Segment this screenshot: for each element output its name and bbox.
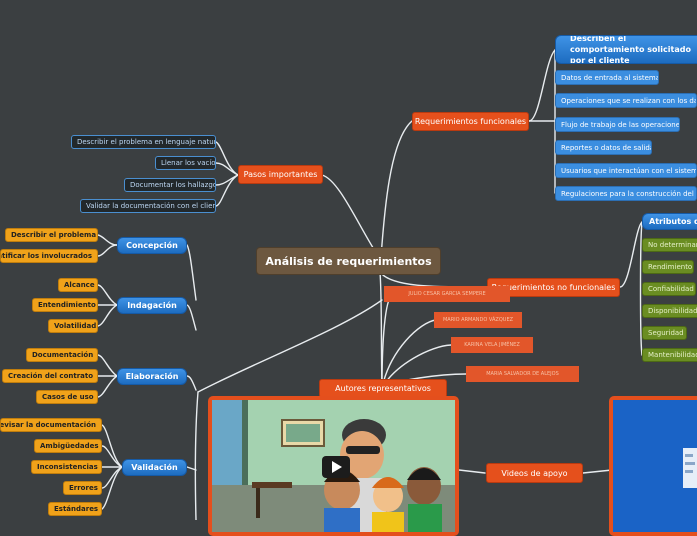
funcionales-item[interactable]: Flujo de trabajo de las operaciones	[555, 117, 680, 132]
blue-screen-image	[613, 400, 697, 532]
no-funcionales-item[interactable]: Confiabilidad	[642, 282, 696, 296]
validacion-node[interactable]: Validación	[122, 459, 187, 476]
pasos-importantes-node[interactable]: Pasos importantes	[238, 165, 323, 184]
no-funcionales-item[interactable]: Mantenibilidad	[642, 348, 697, 362]
pasos-item[interactable]: Documentar los hallazgos	[124, 178, 216, 192]
central-topic[interactable]: Análisis de requerimientos	[256, 247, 441, 275]
validacion-item[interactable]: Errores	[63, 481, 102, 495]
elaboracion-item[interactable]: Documentación	[26, 348, 98, 362]
videos-de-apoyo-node[interactable]: Videos de apoyo	[486, 463, 583, 483]
screen-content-illustration	[613, 400, 697, 532]
no-funcionales-item[interactable]: No determinantes	[642, 238, 697, 252]
video-thumbnail-1[interactable]	[208, 396, 459, 536]
indagacion-item[interactable]: Volatilidad	[48, 319, 98, 333]
concepcion-item[interactable]: Describir el problema	[5, 228, 98, 242]
autor-item[interactable]: MARIA SALVADOR DE ALEJOS	[466, 366, 579, 382]
elaboracion-node[interactable]: Elaboración	[117, 368, 187, 385]
no-funcionales-header[interactable]: Atributos de calidad	[642, 213, 697, 230]
validacion-item[interactable]: Inconsistencias	[31, 460, 102, 474]
pasos-item[interactable]: Validar la documentación con el cliente	[80, 199, 216, 213]
requerimientos-funcionales-node[interactable]: Requerimientos funcionales	[412, 112, 529, 131]
funcionales-item[interactable]: Usuarios que interactúan con el sistema	[555, 163, 697, 178]
no-funcionales-item[interactable]: Seguridad	[642, 326, 687, 340]
validacion-item[interactable]: Ambigüedades	[34, 439, 102, 453]
autor-item[interactable]: MARIO ARMANDO VÁZQUEZ	[434, 312, 522, 328]
concepcion-node[interactable]: Concepción	[117, 237, 187, 254]
play-button-icon[interactable]	[322, 456, 350, 478]
elaboracion-item[interactable]: Creación del contrato	[2, 369, 98, 383]
autor-item[interactable]: KARINA VELA JIMÉNEZ	[451, 337, 533, 353]
indagacion-node[interactable]: Indagación	[117, 297, 187, 314]
pasos-item[interactable]: Llenar los vacíos	[155, 156, 216, 170]
validacion-item[interactable]: Estándares	[48, 502, 102, 516]
validacion-item[interactable]: Revisar la documentación	[0, 418, 102, 432]
funcionales-item[interactable]: Regulaciones para la construcción del si…	[555, 186, 697, 201]
funcionales-item[interactable]: Reportes o datos de salida	[555, 140, 652, 155]
concepcion-item[interactable]: Identificar los involucrados	[0, 249, 98, 263]
elaboracion-item[interactable]: Casos de uso	[36, 390, 98, 404]
funcionales-header[interactable]: Describen el comportamiento solicitado p…	[555, 35, 697, 64]
cartoon-scene-image	[212, 400, 455, 532]
indagacion-item[interactable]: Alcance	[58, 278, 98, 292]
funcionales-item[interactable]: Operaciones que se realizan con los dato…	[555, 93, 697, 108]
indagacion-item[interactable]: Entendimiento	[32, 298, 98, 312]
no-funcionales-item[interactable]: Rendimiento	[642, 260, 694, 274]
pasos-item[interactable]: Describir el problema en lenguaje natura…	[71, 135, 216, 149]
no-funcionales-item[interactable]: Disponibilidad	[642, 304, 697, 318]
video-thumbnail-2[interactable]	[609, 396, 697, 536]
funcionales-item[interactable]: Datos de entrada al sistema	[555, 70, 659, 85]
autor-item[interactable]: JULIO CESAR GARCIA SEMPERE	[384, 286, 510, 302]
